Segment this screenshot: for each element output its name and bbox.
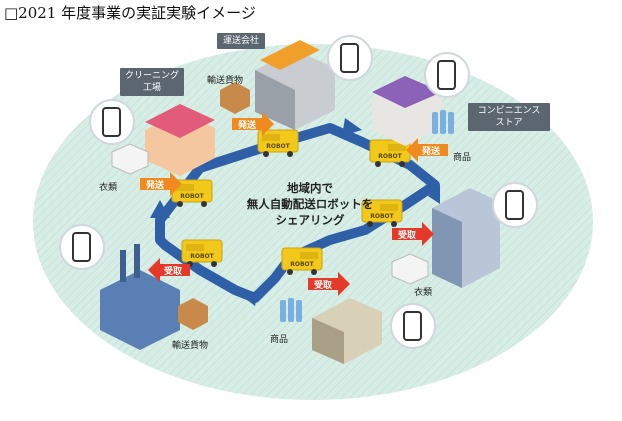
clothes-label: 衣類 (99, 183, 118, 193)
send-arrow: 発送 (232, 112, 274, 136)
receive-arrow: 受取 (392, 222, 434, 246)
robot-label: ROBOT (370, 213, 394, 220)
goods-label: 商品 (453, 153, 472, 163)
robot-label: ROBOT (266, 143, 290, 150)
cargo-box-icon (178, 298, 208, 330)
svg-text:発送: 発送 (145, 179, 165, 191)
svg-text:発送: 発送 (237, 119, 257, 131)
route-arrowheads (150, 118, 440, 306)
smartphone-icon (492, 182, 538, 228)
office-building (432, 188, 500, 288)
smartphone-icon (89, 99, 135, 145)
page-title: □2021 年度事業の実証実験イメージ (4, 4, 256, 22)
smartphone-icon (424, 52, 470, 98)
clothes-stack-icon (111, 143, 149, 175)
robot-label: ROBOT (378, 153, 402, 160)
tag-line: ストア (495, 118, 523, 128)
svg-text:受取: 受取 (398, 229, 417, 241)
send-arrow: 発送 (406, 138, 448, 162)
cargo-box-icon (220, 82, 250, 114)
send-arrow: 発送 (140, 172, 182, 196)
robot: ROBOT (257, 129, 299, 157)
goods-label: 商品 (270, 335, 289, 345)
cargo-label: 輸送貨物 (172, 341, 209, 351)
center-label-line: シェアリング (275, 213, 345, 227)
clothes-label: 衣類 (414, 288, 433, 298)
tag-line: 工場 (142, 83, 161, 93)
mall-building (312, 298, 382, 364)
svg-text:受取: 受取 (164, 265, 183, 277)
receive-arrow: 受取 (148, 258, 190, 282)
cleaning-factory-building (145, 104, 215, 176)
robot: ROBOT (369, 139, 411, 167)
convenience-store-building (372, 76, 442, 146)
robot-label: ROBOT (180, 193, 204, 200)
robot: ROBOT (361, 199, 403, 227)
smartphone-icon (327, 35, 373, 81)
center-label-line: 地域内で (287, 181, 333, 195)
smartphone-icon (59, 224, 105, 270)
receive-arrow: 受取 (308, 272, 350, 296)
convenience-store-tag: コンビニエンス ストア (468, 103, 550, 131)
center-label-line: 無人自動配送ロボットを (246, 197, 374, 211)
center-label: 地域内で 無人自動配送ロボットを シェアリング (220, 180, 400, 228)
cleaning-factory-tag: クリーニング 工場 (120, 68, 184, 96)
tag-line: コンビニエンス (477, 106, 541, 116)
delivery-company-tag: 運送会社 (217, 33, 266, 49)
svg-text:発送: 発送 (421, 145, 441, 157)
clothes-stack-icon (391, 253, 429, 285)
bottled-goods-icon (432, 110, 454, 134)
factory-building (100, 244, 180, 350)
svg-text:受取: 受取 (314, 279, 333, 291)
robot-label: ROBOT (290, 261, 314, 268)
robot: ROBOT (181, 239, 223, 267)
cargo-label: 輸送貨物 (207, 76, 244, 86)
bottled-goods-icon (280, 298, 302, 322)
robot: ROBOT (281, 247, 323, 275)
tag-line: クリーニング (124, 71, 179, 81)
smartphone-icon (390, 303, 436, 349)
robot-label: ROBOT (190, 253, 214, 260)
